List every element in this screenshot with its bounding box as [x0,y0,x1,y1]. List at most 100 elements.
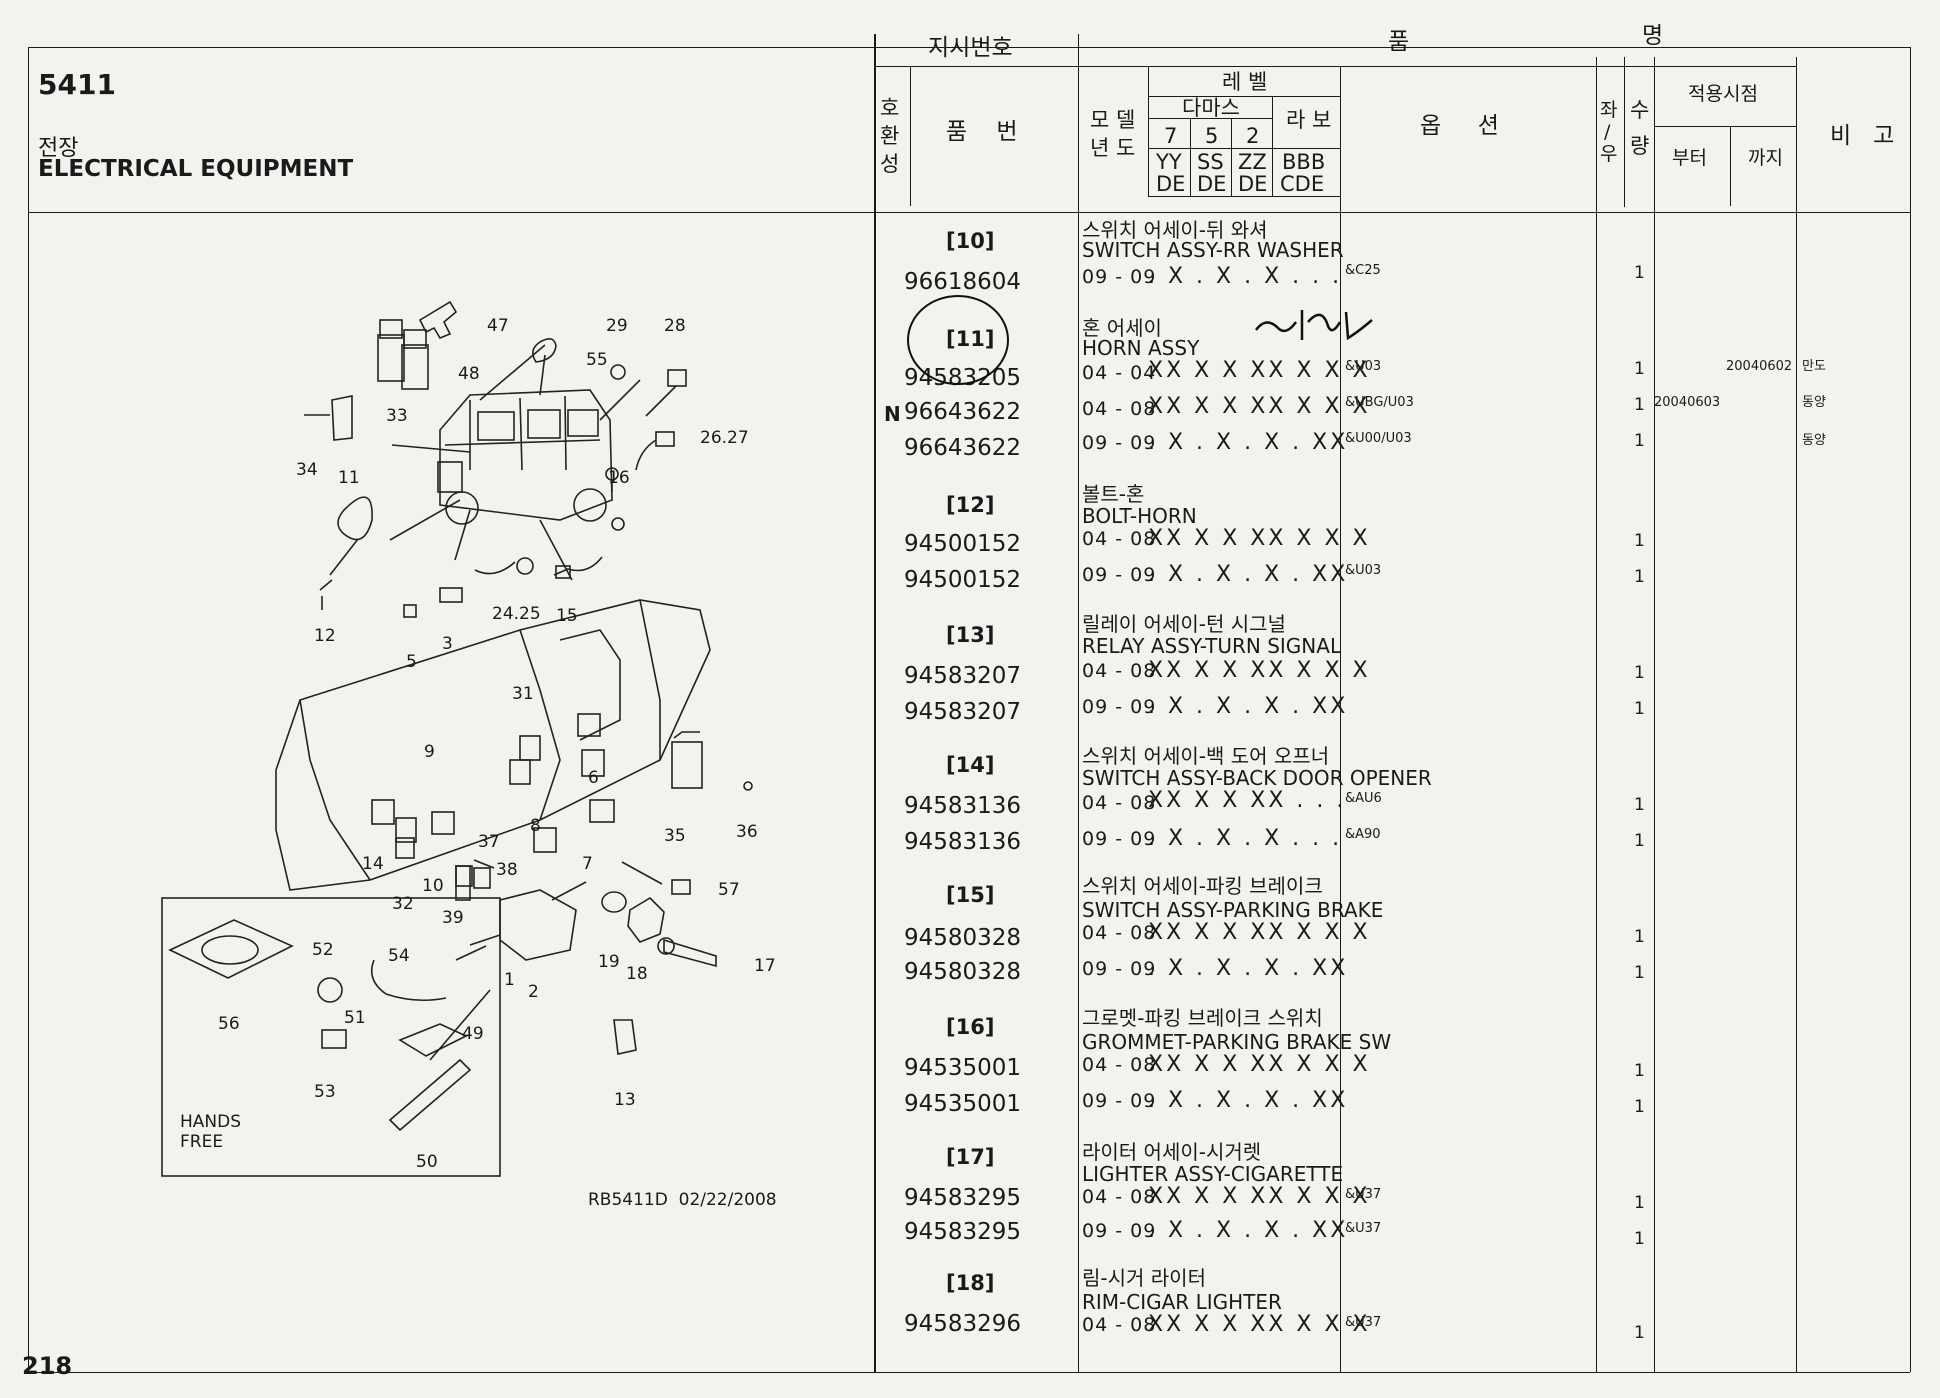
quantity: 1 [1634,699,1645,719]
part-number: 94583136 [904,829,1022,855]
part-number: 94500152 [904,567,1022,593]
part-number: 94583207 [904,699,1022,725]
quantity: 1 [1634,1323,1645,1343]
callout-54: 54 [388,946,410,966]
part-number: 94583207 [904,663,1022,689]
callout-17: 17 [754,956,776,976]
section-title-ko: 전장 [38,136,79,161]
page-number: 218 [22,1352,73,1380]
callout-1: 1 [504,970,515,990]
quantity: 1 [1634,1229,1645,1249]
header-interchange-1: 호 [880,96,900,120]
callout-35: 35 [664,826,686,846]
callout-7: 7 [582,854,593,874]
group-number: [18] [946,1271,995,1295]
callout-13: 13 [614,1090,636,1110]
callout-12: 12 [314,626,336,646]
callout-16: 16 [608,468,630,488]
part-name-en: HORN ASSY [1082,336,1200,360]
header-level-code-yy: YY [1156,150,1182,174]
callout-26-27: 26.27 [700,428,749,448]
hands-free-label-2: FREE [180,1132,223,1152]
option-code: &AU6 [1345,791,1382,806]
callout-38: 38 [496,860,518,880]
level-marks: XX X X XX X X X [1148,394,1371,419]
header-to: 까지 [1748,147,1783,169]
callout-52: 52 [312,940,334,960]
callout-31: 31 [512,684,534,704]
header-model-year-2: 년 도 [1090,136,1136,160]
model-year: 09 - 09 [1082,958,1157,980]
callout-11: 11 [338,468,360,488]
group-number: [15] [946,883,995,907]
callout-56: 56 [218,1014,240,1034]
level-marks: XX X X XX . . . [1148,788,1347,813]
model-year: 04 - 08 [1082,660,1157,682]
option-code: &UBG/U03 [1345,395,1414,410]
callout-34: 34 [296,460,318,480]
quantity: 1 [1634,1097,1645,1117]
header-level-code-bbb: BBB [1282,150,1326,174]
header-level-col-7: 7 [1164,124,1178,148]
header-level-code-ss: SS [1197,150,1224,174]
part-name-en: BOLT-HORN [1082,504,1197,528]
group-number: [12] [946,493,995,517]
group-number: [14] [946,753,995,777]
group-number: [10] [946,229,995,253]
model-year: 09 - 09 [1082,696,1157,718]
header-interchange-2: 환 [880,124,900,148]
header-level-code-de-2: DE [1197,172,1227,196]
option-code: &C25 [1345,263,1381,278]
quantity: 1 [1634,927,1645,947]
quantity: 1 [1634,831,1645,851]
header-instruction-no: 지시번호 [928,35,1013,61]
handwritten-scribble [1254,310,1373,341]
header-level-code-cde: CDE [1280,172,1325,196]
part-name-ko: 그로멧-파킹 브레이크 스위치 [1082,1006,1323,1030]
part-number: 94583136 [904,793,1022,819]
header-qty-1: 수 [1630,98,1650,122]
option-code: &U37 [1345,1221,1382,1236]
header-part-name-2: 명 [1642,23,1664,49]
header-side-2: / [1604,121,1611,143]
callout-53: 53 [314,1082,336,1102]
exploded-parts-diagram: 47 29 28 55 48 33 26.27 34 11 16 24.25 1… [161,300,776,1177]
callout-37: 37 [478,832,500,852]
header-level-col-5: 5 [1205,124,1219,148]
callout-2: 2 [528,982,539,1002]
level-marks: . X . X . X . XX [1148,694,1349,719]
quantity: 1 [1634,531,1645,551]
new-part-flag: N [884,402,901,426]
header-level-code-de-3: DE [1238,172,1268,196]
diagram-reference: RB5411D 02/22/2008 [588,1190,777,1210]
part-number: 94583296 [904,1311,1022,1337]
part-name-ko: 스위치 어세이-파킹 브레이크 [1082,874,1323,898]
callout-50: 50 [416,1152,438,1172]
header-from: 부터 [1672,147,1707,169]
callout-29: 29 [606,316,628,336]
part-name-ko: 림-시거 라이터 [1082,1266,1206,1290]
group-number: [11] [946,327,995,351]
callout-33: 33 [386,406,408,426]
part-name-en: LIGHTER ASSY-CIGARETTE [1082,1162,1344,1186]
part-name-ko: 볼트-혼 [1082,482,1145,506]
model-year: 09 - 09 [1082,266,1157,288]
callout-57: 57 [718,880,740,900]
level-marks: XX X X XX X X X [1148,526,1371,551]
group-number: [13] [946,623,995,647]
quantity: 1 [1634,795,1645,815]
callout-47: 47 [487,316,509,336]
section-title-en: ELECTRICAL EQUIPMENT [38,156,354,182]
quantity: 1 [1634,663,1645,683]
callout-10: 10 [422,876,444,896]
part-name-en: SWITCH ASSY-BACK DOOR OPENER [1082,766,1432,790]
level-marks: . X . X . X . XX [1148,430,1349,455]
hands-free-label-1: HANDS [180,1112,241,1132]
header-side-3: 우 [1600,143,1618,165]
quantity: 1 [1634,1193,1645,1213]
level-marks: . X . X . X . XX [1148,562,1349,587]
level-marks: XX X X XX X X X [1148,920,1371,945]
callout-55: 55 [586,350,608,370]
quantity: 1 [1634,431,1645,451]
header-interchange-3: 성 [880,152,900,176]
